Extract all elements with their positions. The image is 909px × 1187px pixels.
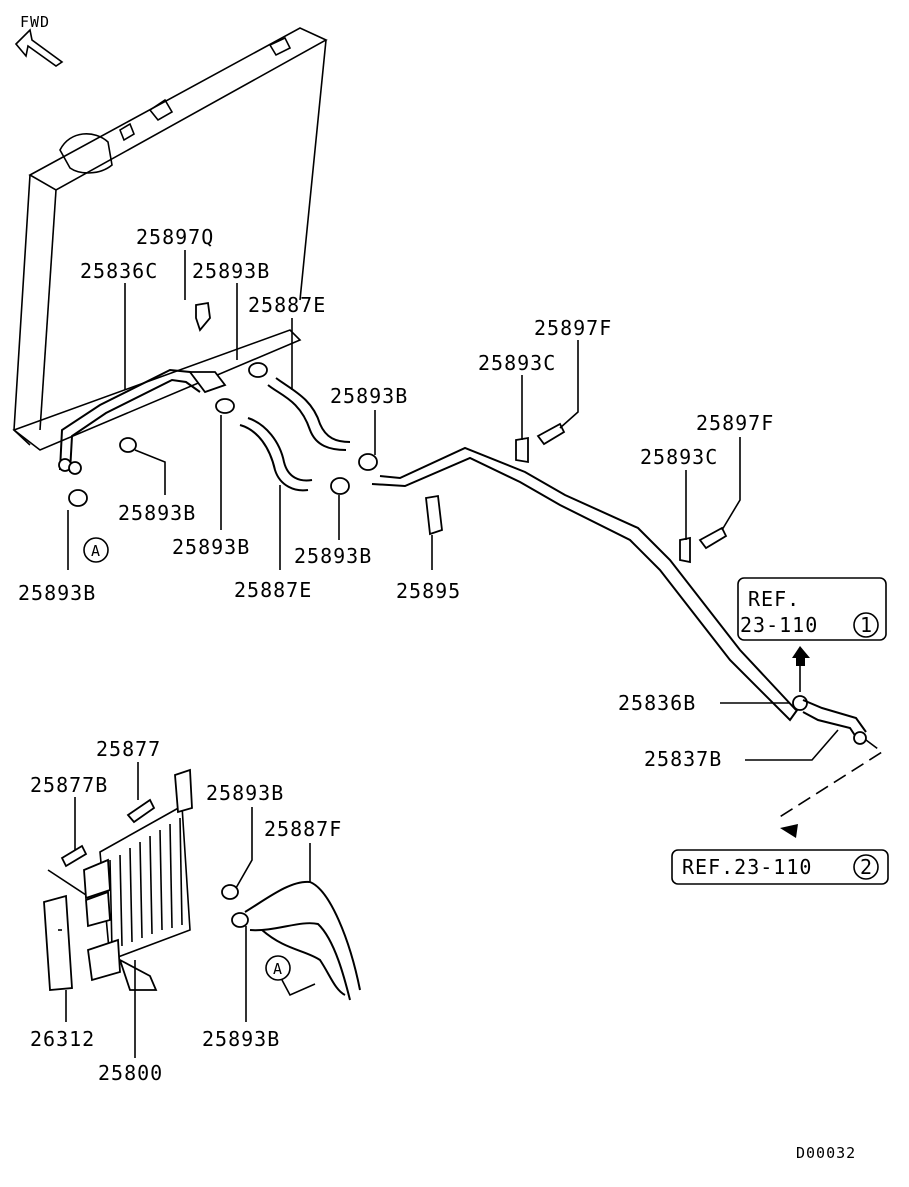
fwd-arrow-icon bbox=[14, 28, 64, 67]
label-25893C-2: 25893C bbox=[640, 445, 718, 469]
label-25893C-1: 25893C bbox=[478, 351, 556, 375]
marker-a-1 bbox=[83, 537, 109, 563]
label-25893B-left: 25893B bbox=[118, 501, 196, 525]
ref-box-1 bbox=[737, 577, 887, 641]
marker-a-2 bbox=[265, 955, 291, 981]
label-25893B-mid: 25893B bbox=[330, 384, 408, 408]
ref1-circle bbox=[853, 612, 879, 638]
label-25893B-lower: 25893B bbox=[172, 535, 250, 559]
marker-a-2-text: A bbox=[273, 960, 283, 978]
hose-25887F bbox=[244, 880, 361, 1001]
clamp-25893B-f bbox=[358, 453, 378, 471]
clamp-25893B-b bbox=[119, 437, 137, 453]
clip-25893C-1 bbox=[515, 436, 529, 464]
diagram-code: D00032 bbox=[796, 1144, 856, 1162]
bolt-25897F-2 bbox=[698, 526, 728, 550]
label-25893B-mid2: 25893B bbox=[294, 544, 372, 568]
ref2-circle bbox=[853, 854, 879, 880]
hose-25887E-upper bbox=[267, 377, 351, 451]
clamp-25893B-e bbox=[330, 477, 350, 495]
label-25887E-top: 25887E bbox=[248, 293, 326, 317]
clamp-25893B-cooler-2 bbox=[231, 912, 249, 928]
radiator bbox=[12, 27, 328, 451]
bracket-25895 bbox=[425, 494, 443, 536]
label-25837B: 25837B bbox=[644, 747, 722, 771]
label-25893B-a: 25893B bbox=[18, 581, 96, 605]
label-25893B-top: 25893B bbox=[192, 259, 270, 283]
label-25893B-cooler-2: 25893B bbox=[202, 1027, 280, 1051]
pipe-25836C bbox=[58, 368, 227, 475]
arrow-right-icon bbox=[780, 824, 798, 838]
label-26312: 26312 bbox=[30, 1027, 95, 1051]
bolt-25897F-1 bbox=[536, 422, 566, 446]
ref-box-2 bbox=[671, 849, 889, 885]
label-25877: 25877 bbox=[96, 737, 161, 761]
label-25800: 25800 bbox=[98, 1061, 163, 1085]
pipe-25837B bbox=[802, 699, 867, 745]
bolt-25877 bbox=[126, 798, 156, 824]
ref2-num: 2 bbox=[860, 855, 873, 879]
ref1-line2: 23-110 bbox=[740, 613, 818, 637]
clamp-25893B-d bbox=[248, 362, 268, 378]
bolt-25897Q bbox=[195, 301, 211, 332]
clamp-25893B-cooler-1 bbox=[221, 884, 239, 900]
clamp-25893B-a bbox=[68, 489, 88, 507]
bracket-26312 bbox=[43, 894, 73, 991]
clip-25893C-2 bbox=[679, 536, 691, 564]
fwd-label: FWD bbox=[20, 13, 50, 31]
marker-a-1-text: A bbox=[91, 542, 101, 560]
label-25893B-cooler-1: 25893B bbox=[206, 781, 284, 805]
hose-25887E-lower bbox=[239, 417, 313, 492]
label-25887E-bottom: 25887E bbox=[234, 578, 312, 602]
label-25877B: 25877B bbox=[30, 773, 108, 797]
pipe-25836B bbox=[371, 446, 808, 722]
ref1-line1: REF. bbox=[748, 587, 800, 611]
label-25887F: 25887F bbox=[264, 817, 342, 841]
label-25897Q: 25897Q bbox=[136, 225, 214, 249]
label-25897F-2: 25897F bbox=[696, 411, 774, 435]
clamp-25893B-c bbox=[215, 398, 235, 414]
oil-cooler-25800 bbox=[47, 768, 193, 991]
label-25895: 25895 bbox=[396, 579, 461, 603]
ref2-text: REF.23-110 bbox=[682, 855, 812, 879]
arrow-up-icon bbox=[792, 646, 810, 666]
label-25836C: 25836C bbox=[80, 259, 158, 283]
label-25836B: 25836B bbox=[618, 691, 696, 715]
label-25897F-1: 25897F bbox=[534, 316, 612, 340]
bolt-25877B bbox=[60, 844, 88, 868]
ref1-num: 1 bbox=[860, 613, 873, 637]
